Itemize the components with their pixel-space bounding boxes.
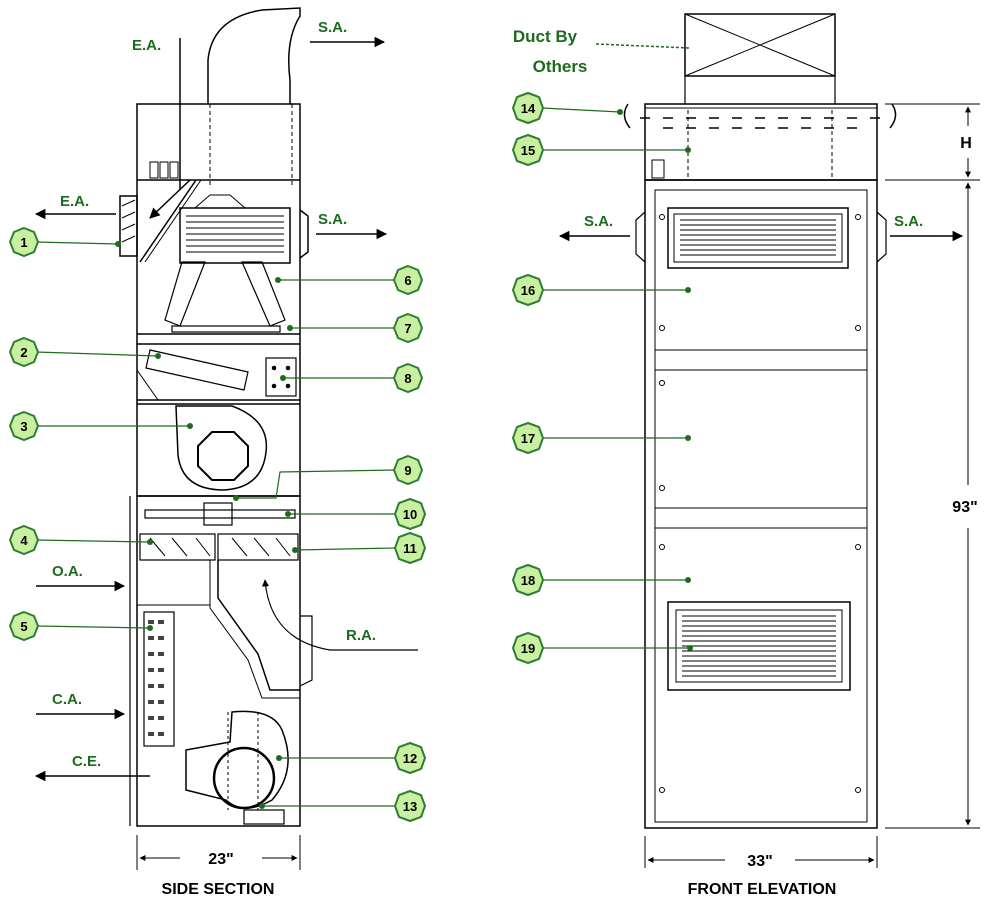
callout-18: 18 [511, 563, 545, 597]
duct-note-leader [595, 43, 691, 49]
upper-blower-housing [175, 405, 268, 491]
svg-text:17: 17 [521, 431, 535, 446]
front-labels: Duct By Others S.A. S.A. 33" 93" H FRONT… [513, 27, 978, 898]
svg-text:2: 2 [20, 345, 27, 360]
recovery-coil [145, 349, 249, 391]
svg-text:12: 12 [403, 751, 417, 766]
svg-text:18: 18 [521, 573, 535, 588]
callout-11: 11 [393, 531, 427, 565]
label-oa: O.A. [52, 563, 83, 580]
label-sa-left-front: S.A. [584, 213, 613, 230]
lower-blower-housing [185, 710, 289, 809]
callout-19: 19 [511, 631, 545, 665]
callout-6: 6 [392, 264, 424, 296]
svg-text:13: 13 [403, 799, 417, 814]
side-width-dim: 23" [208, 851, 233, 868]
svg-text:14: 14 [521, 101, 536, 116]
callout-12: 12 [393, 741, 427, 775]
callout-8: 8 [392, 362, 424, 394]
side-flow-arrows [34, 36, 388, 782]
svg-text:10: 10 [403, 507, 417, 522]
front-height-dim: 93" [952, 499, 977, 516]
svg-text:11: 11 [403, 541, 417, 556]
upper-blower-wheel [197, 431, 249, 481]
duct-box [684, 13, 836, 77]
duct-note-line2: Others [533, 57, 588, 76]
callout-7: 7 [392, 312, 424, 344]
label-sa-right-front: S.A. [894, 213, 923, 230]
front-elevation [623, 13, 980, 868]
label-ea-top: E.A. [132, 37, 161, 54]
svg-text:16: 16 [521, 283, 535, 298]
front-supply-grille [667, 207, 849, 269]
svg-text:5: 5 [20, 619, 27, 634]
duct-note-line1: Duct By [513, 27, 578, 46]
svg-text:6: 6 [404, 273, 411, 288]
plenum [644, 103, 878, 181]
svg-text:9: 9 [404, 463, 411, 478]
svg-text:1: 1 [20, 235, 27, 250]
front-width-dim: 33" [747, 853, 772, 870]
front-cabinet [644, 179, 878, 829]
coil-right [241, 261, 286, 327]
supply-duct-top [207, 7, 301, 104]
callout-4: 4 [8, 524, 40, 556]
callout-2: 2 [8, 336, 40, 368]
label-ra: R.A. [346, 627, 376, 644]
callout-13: 13 [393, 789, 427, 823]
callout-5: 5 [8, 610, 40, 642]
svg-text:8: 8 [404, 371, 411, 386]
svg-text:7: 7 [404, 321, 411, 336]
label-sa-right: S.A. [318, 211, 347, 228]
label-ca: C.A. [52, 691, 82, 708]
side-section-title: SIDE SECTION [162, 881, 275, 898]
callout-9: 9 [392, 454, 424, 486]
front-return-grille [667, 601, 851, 691]
side-labels: E.A. S.A. E.A. S.A. O.A. R.A. C.A. C.E. … [52, 19, 376, 898]
front-plenum-dim: H [960, 135, 972, 152]
callout-17: 17 [511, 421, 545, 455]
callouts: 1 2 3 4 5 6 7 8 [8, 91, 693, 823]
svg-text:3: 3 [20, 419, 27, 434]
lower-cabinet [136, 495, 301, 827]
upper-cabinet [136, 103, 301, 497]
label-ea-left: E.A. [60, 193, 89, 210]
control-box [265, 357, 297, 397]
callout-10: 10 [393, 497, 427, 531]
condenser-hatch [148, 620, 164, 736]
label-sa-top: S.A. [318, 19, 347, 36]
callout-14: 14 [511, 91, 545, 125]
condenser-coil [143, 611, 175, 747]
callout-1: 1 [8, 226, 40, 258]
svg-text:15: 15 [521, 143, 535, 158]
coil-left [164, 261, 206, 327]
svg-text:19: 19 [521, 641, 535, 656]
label-ce: C.E. [72, 753, 101, 770]
side-section [119, 7, 418, 870]
callout-3: 3 [8, 410, 40, 442]
lower-blower-wheel [212, 746, 276, 810]
front-elevation-title: FRONT ELEVATION [688, 881, 837, 898]
svg-text:4: 4 [20, 533, 28, 548]
callout-15: 15 [511, 133, 545, 167]
callout-16: 16 [511, 273, 545, 307]
